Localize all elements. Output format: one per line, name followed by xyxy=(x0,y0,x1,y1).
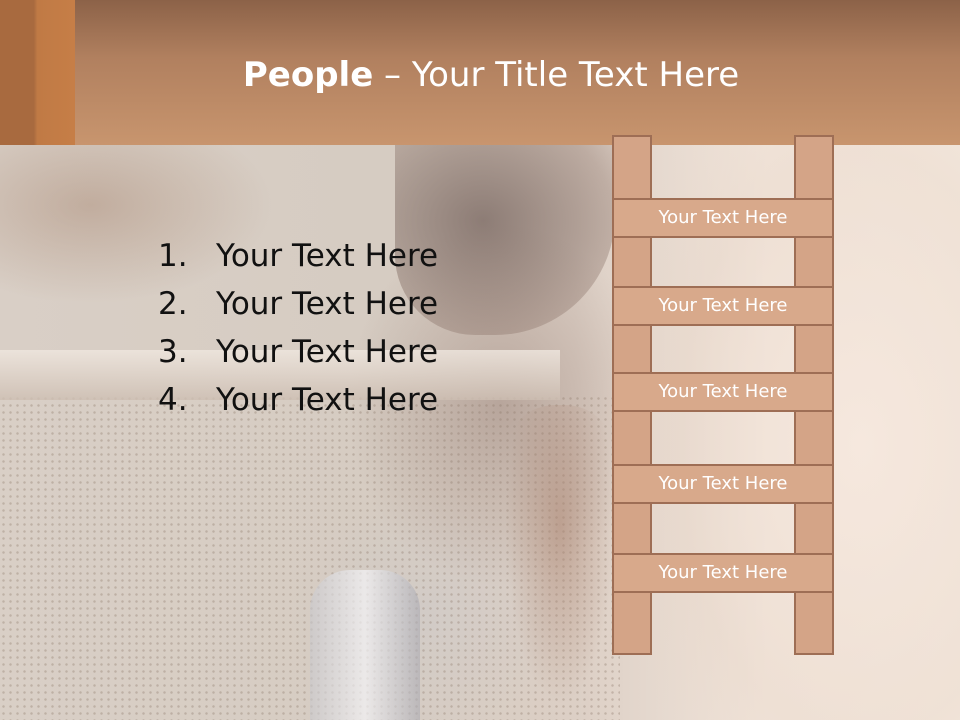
ladder-rung: Your Text Here xyxy=(612,553,834,593)
faucet-shape xyxy=(310,570,420,720)
list-text: Your Text Here xyxy=(216,334,439,370)
list-item: 4. Your Text Here xyxy=(158,376,438,424)
ladder-rung: Your Text Here xyxy=(612,464,834,504)
list-text: Your Text Here xyxy=(216,238,439,274)
title-rest: – Your Title Text Here xyxy=(373,55,740,95)
slide-title: People – Your Title Text Here xyxy=(0,52,960,98)
list-number: 3. xyxy=(158,334,188,370)
ladder-diagram: Your Text Here Your Text Here Your Text … xyxy=(612,135,834,658)
ladder-rung: Your Text Here xyxy=(612,198,834,238)
list-text: Your Text Here xyxy=(216,286,439,322)
header-accent-strip xyxy=(0,0,75,145)
water-pipe xyxy=(0,350,560,400)
title-bold: People xyxy=(242,55,374,95)
list-item: 2. Your Text Here xyxy=(158,280,438,328)
person-hand xyxy=(505,405,615,705)
header-band xyxy=(0,0,960,145)
ladder-rung: Your Text Here xyxy=(612,372,834,412)
list-item: 1. Your Text Here xyxy=(158,232,438,280)
list-text: Your Text Here xyxy=(216,382,439,418)
list-number: 2. xyxy=(158,286,188,322)
ladder-rung: Your Text Here xyxy=(612,286,834,326)
list-number: 1. xyxy=(158,238,188,274)
list-number: 4. xyxy=(158,382,188,418)
numbered-list: 1. Your Text Here 2. Your Text Here 3. Your… xyxy=(158,232,438,424)
list-item: 3. Your Text Here xyxy=(158,328,438,376)
